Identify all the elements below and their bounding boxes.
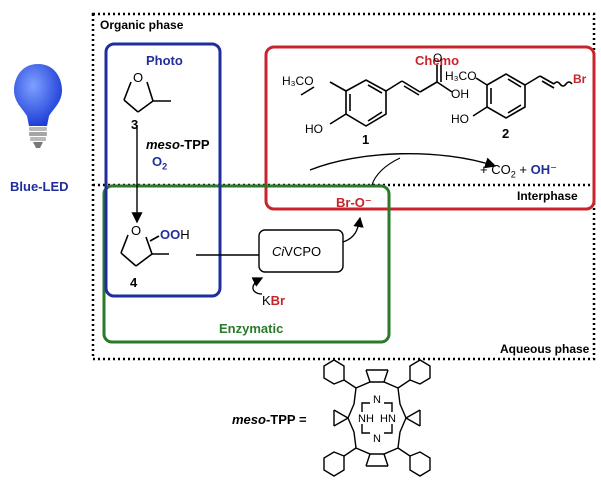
compound-4-hydroperoxy: OOH xyxy=(160,228,190,241)
photosensitizer-prefix: meso xyxy=(146,137,180,152)
hypobromite-feed-line xyxy=(371,157,401,186)
compound-1-structure xyxy=(300,65,453,127)
photosensitizer-label: meso-TPP xyxy=(146,138,210,151)
compound-1-hydroxy: HO xyxy=(305,122,323,136)
compound-1-number: 1 xyxy=(362,132,370,147)
compound-2-number: 2 xyxy=(502,126,510,141)
compound-3-ring-oxygen: O xyxy=(133,70,144,85)
hypobromite-charge: ⁻ xyxy=(364,195,372,210)
organic-phase-label: Organic phase xyxy=(100,18,184,32)
byproduct-hydroxide-charge: ⁻ xyxy=(550,162,557,177)
compound-2-structure xyxy=(472,73,573,119)
byproduct-co2-subscript: 2 xyxy=(510,169,516,180)
tpp-atom-nh: NH xyxy=(358,413,374,425)
tpp-atom-n-bottom: N xyxy=(373,433,381,445)
compound-2-bromine: Br xyxy=(573,72,587,86)
compound-2-methoxy: H₃CO xyxy=(445,69,477,83)
byproduct-co2: + CO xyxy=(480,162,511,177)
compound-4-structure xyxy=(120,234,169,267)
hypobromite-formula: Br-O xyxy=(336,195,365,210)
compound-3-structure xyxy=(123,81,171,113)
arrow-kbr xyxy=(251,277,264,295)
tpp-atom-hn: HN xyxy=(380,413,396,425)
compound-4-number: 4 xyxy=(130,275,138,290)
tpp-legend-suffix: -TPP = xyxy=(265,412,307,427)
phase-frame xyxy=(91,12,596,361)
oxygen-symbol: O xyxy=(152,154,163,169)
enzymatic-title: Enzymatic xyxy=(219,321,284,336)
photosensitizer-suffix: -TPP xyxy=(179,137,210,152)
cofactor-label: KBr xyxy=(262,294,285,307)
compound-3-number: 3 xyxy=(131,117,139,132)
tpp-atom-n-top: N xyxy=(373,394,381,406)
cofactor-potassium: K xyxy=(262,293,271,308)
byproducts-label: + CO2 + OH⁻ xyxy=(480,162,557,179)
chemo-box xyxy=(264,45,596,211)
byproduct-hydroxide: OH xyxy=(530,162,551,177)
enzyme-suffix: VCPO xyxy=(284,244,322,259)
enzyme-box xyxy=(258,229,344,273)
hypobromite-label: Br-O⁻ xyxy=(336,196,372,209)
enzyme-prefix: Ci xyxy=(272,244,285,259)
cofactor-bromide: Br xyxy=(270,293,286,308)
photo-box xyxy=(104,42,222,298)
tpp-legend-prefix: meso xyxy=(232,412,266,427)
tpp-legend-label: meso-TPP = xyxy=(232,413,307,426)
compound-2-hydroxy: HO xyxy=(451,112,469,126)
byproduct-plus: + xyxy=(519,162,527,177)
blue-led-label: Blue-LED xyxy=(10,179,69,194)
chemo-title: Chemo xyxy=(415,53,460,68)
arrow-bromodecarboxylation xyxy=(309,153,497,171)
enzyme-label: CiVCPO xyxy=(272,245,321,258)
photo-title: Photo xyxy=(146,53,183,68)
compound-1-carbonyl-oxygen: O xyxy=(433,51,443,65)
interphase-label: Interphase xyxy=(517,189,578,203)
blue-led-bulb-icon xyxy=(14,64,62,148)
oxygen-label: O2 xyxy=(152,154,167,171)
compound-4-hydrogen: H xyxy=(180,227,190,242)
oxygen-subscript: 2 xyxy=(162,161,168,172)
enzymatic-box xyxy=(102,184,391,344)
arrow-enzyme-hypobromite xyxy=(342,216,364,243)
compound-4-peroxy: OO xyxy=(160,227,181,242)
compound-4-ring-oxygen: O xyxy=(131,223,142,238)
aqueous-phase-label: Aqueous phase xyxy=(500,342,590,356)
compound-1-methoxy: H₃CO xyxy=(282,74,314,88)
tpp-porphyrin-structure xyxy=(323,359,431,477)
compound-1-acid-hydroxy: OH xyxy=(451,87,469,101)
